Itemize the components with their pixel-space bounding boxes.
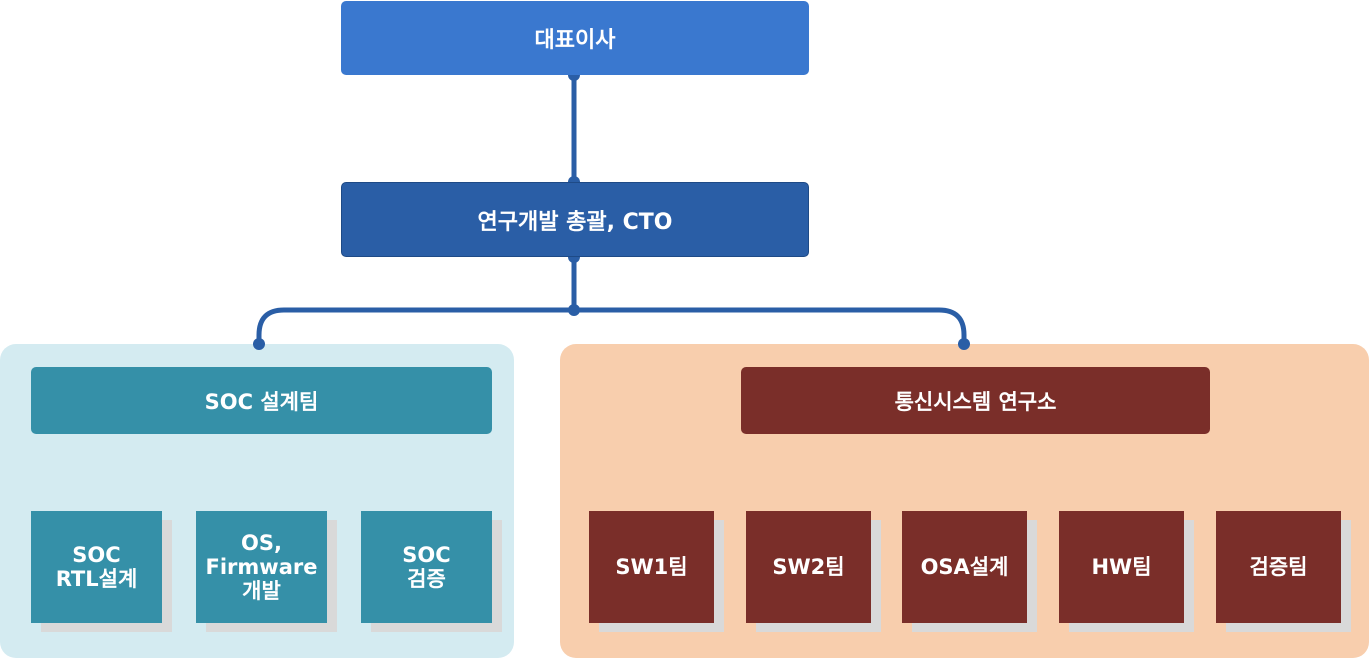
branch-connector <box>256 307 967 343</box>
connector-dot <box>253 338 265 350</box>
soc-team-header: SOC 설계팀 <box>31 367 492 434</box>
subteam-box: SOC 검증 <box>361 511 492 623</box>
comm-lab-label: 통신시스템 연구소 <box>894 389 1057 414</box>
subteam-box: SW1팀 <box>589 511 714 623</box>
subteam-box: OS, Firmware 개발 <box>196 511 327 623</box>
cto-label: 연구개발 총괄, CTO <box>477 209 673 235</box>
subteam-box: SOC RTL설계 <box>31 511 162 623</box>
soc-team-label: SOC 설계팀 <box>204 389 319 414</box>
subteam-box: OSA설계 <box>902 511 1027 623</box>
subteam-box: SW2팀 <box>746 511 871 623</box>
ceo-node: 대표이사 <box>341 1 809 75</box>
cto-node: 연구개발 총괄, CTO <box>341 182 809 257</box>
subteam-box: 검증팀 <box>1216 511 1341 623</box>
comm-lab-header: 통신시스템 연구소 <box>741 367 1210 434</box>
ceo-label: 대표이사 <box>534 28 616 53</box>
subteam-box: HW팀 <box>1059 511 1184 623</box>
connector-dot <box>958 338 970 350</box>
